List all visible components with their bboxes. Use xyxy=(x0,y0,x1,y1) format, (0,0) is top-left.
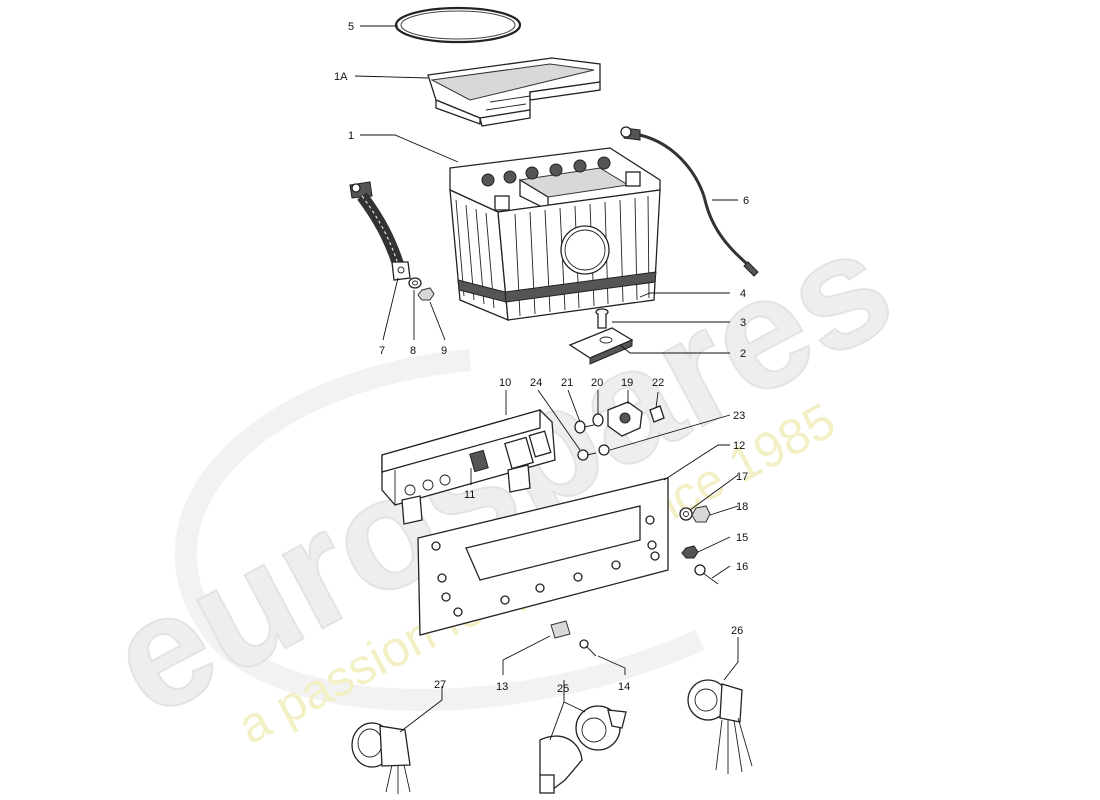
gasket-ring[interactable] xyxy=(394,6,522,44)
callout-10[interactable]: 10 xyxy=(499,377,511,389)
callout-2[interactable]: 2 xyxy=(740,348,746,360)
mounting-plate[interactable] xyxy=(417,477,669,636)
callout-5[interactable]: 5 xyxy=(348,21,354,33)
callout-16[interactable]: 16 xyxy=(736,561,748,573)
callout-24[interactable]: 24 xyxy=(530,377,542,389)
ground-strap[interactable] xyxy=(349,181,411,281)
callout-6[interactable]: 6 xyxy=(743,195,749,207)
battery-cover[interactable] xyxy=(427,57,601,127)
callout-1[interactable]: 1 xyxy=(348,130,354,142)
nut-15[interactable] xyxy=(681,545,699,559)
callout-22[interactable]: 22 xyxy=(652,377,664,389)
connector-25[interactable] xyxy=(539,705,627,794)
nut-9[interactable] xyxy=(417,287,435,301)
callout-21[interactable]: 21 xyxy=(561,377,573,389)
battery[interactable] xyxy=(449,147,661,322)
watermark-swoosh xyxy=(174,349,705,711)
callout-4[interactable]: 4 xyxy=(740,288,746,300)
callout-25[interactable]: 25 xyxy=(557,683,569,695)
callout-12[interactable]: 12 xyxy=(733,440,745,452)
callout-27[interactable]: 27 xyxy=(434,679,446,691)
callout-7[interactable]: 7 xyxy=(379,345,385,357)
washer-23[interactable] xyxy=(598,444,610,456)
callouts: 5 1A 1 6 4 3 2 7 8 9 10 24 21 20 19 22 2… xyxy=(334,21,749,695)
callout-14[interactable]: 14 xyxy=(618,681,630,693)
callout-11[interactable]: 11 xyxy=(464,489,475,501)
nut-18[interactable] xyxy=(691,505,711,523)
switch-panel[interactable] xyxy=(381,409,556,525)
connector-27[interactable] xyxy=(351,722,411,794)
gasket-22[interactable] xyxy=(649,405,665,423)
washer-20[interactable] xyxy=(592,413,604,427)
callout-19[interactable]: 19 xyxy=(621,377,633,389)
callout-20[interactable]: 20 xyxy=(591,377,603,389)
callout-3[interactable]: 3 xyxy=(740,317,746,329)
clamp-bolt[interactable] xyxy=(595,308,609,329)
callout-15[interactable]: 15 xyxy=(736,532,748,544)
washer-8[interactable] xyxy=(408,277,422,289)
callout-8[interactable]: 8 xyxy=(410,345,416,357)
callout-18[interactable]: 18 xyxy=(736,501,748,513)
callout-13[interactable]: 13 xyxy=(496,681,508,693)
battery-cable-positive[interactable] xyxy=(620,126,759,277)
callout-1a[interactable]: 1A xyxy=(334,71,348,83)
leader-lines xyxy=(354,25,739,741)
connector-26[interactable] xyxy=(687,679,753,774)
callout-26[interactable]: 26 xyxy=(731,625,743,637)
screw-24[interactable] xyxy=(577,449,597,461)
callout-17[interactable]: 17 xyxy=(736,471,748,483)
screw-14[interactable] xyxy=(579,639,597,657)
clip-13[interactable] xyxy=(550,620,571,639)
callout-9[interactable]: 9 xyxy=(441,345,447,357)
screw-16[interactable] xyxy=(694,564,719,585)
callout-23[interactable]: 23 xyxy=(733,410,745,422)
